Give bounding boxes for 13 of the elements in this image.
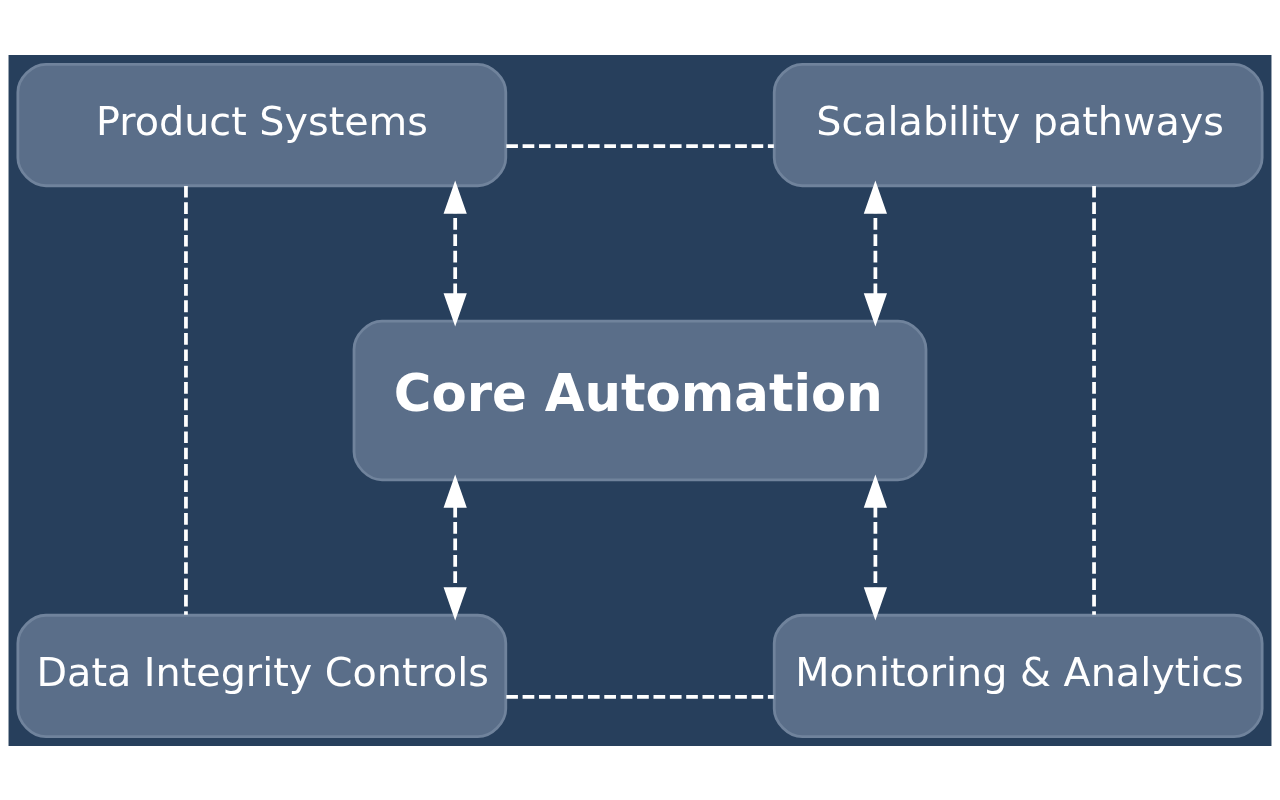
node-box: Scalability pathways	[772, 62, 1264, 187]
node-box: Core Automation	[352, 319, 928, 481]
arrow	[443, 474, 467, 620]
node-box: Monitoring & Analytics	[772, 613, 1264, 738]
connector	[184, 185, 188, 615]
connector	[506, 694, 774, 699]
node-box: Data Integrity Controls	[16, 613, 508, 738]
arrow	[863, 474, 887, 620]
arrow	[443, 180, 467, 326]
connector	[506, 143, 774, 148]
arrow	[863, 180, 887, 326]
node-box: Product Systems	[16, 62, 508, 187]
connector	[1092, 185, 1096, 615]
